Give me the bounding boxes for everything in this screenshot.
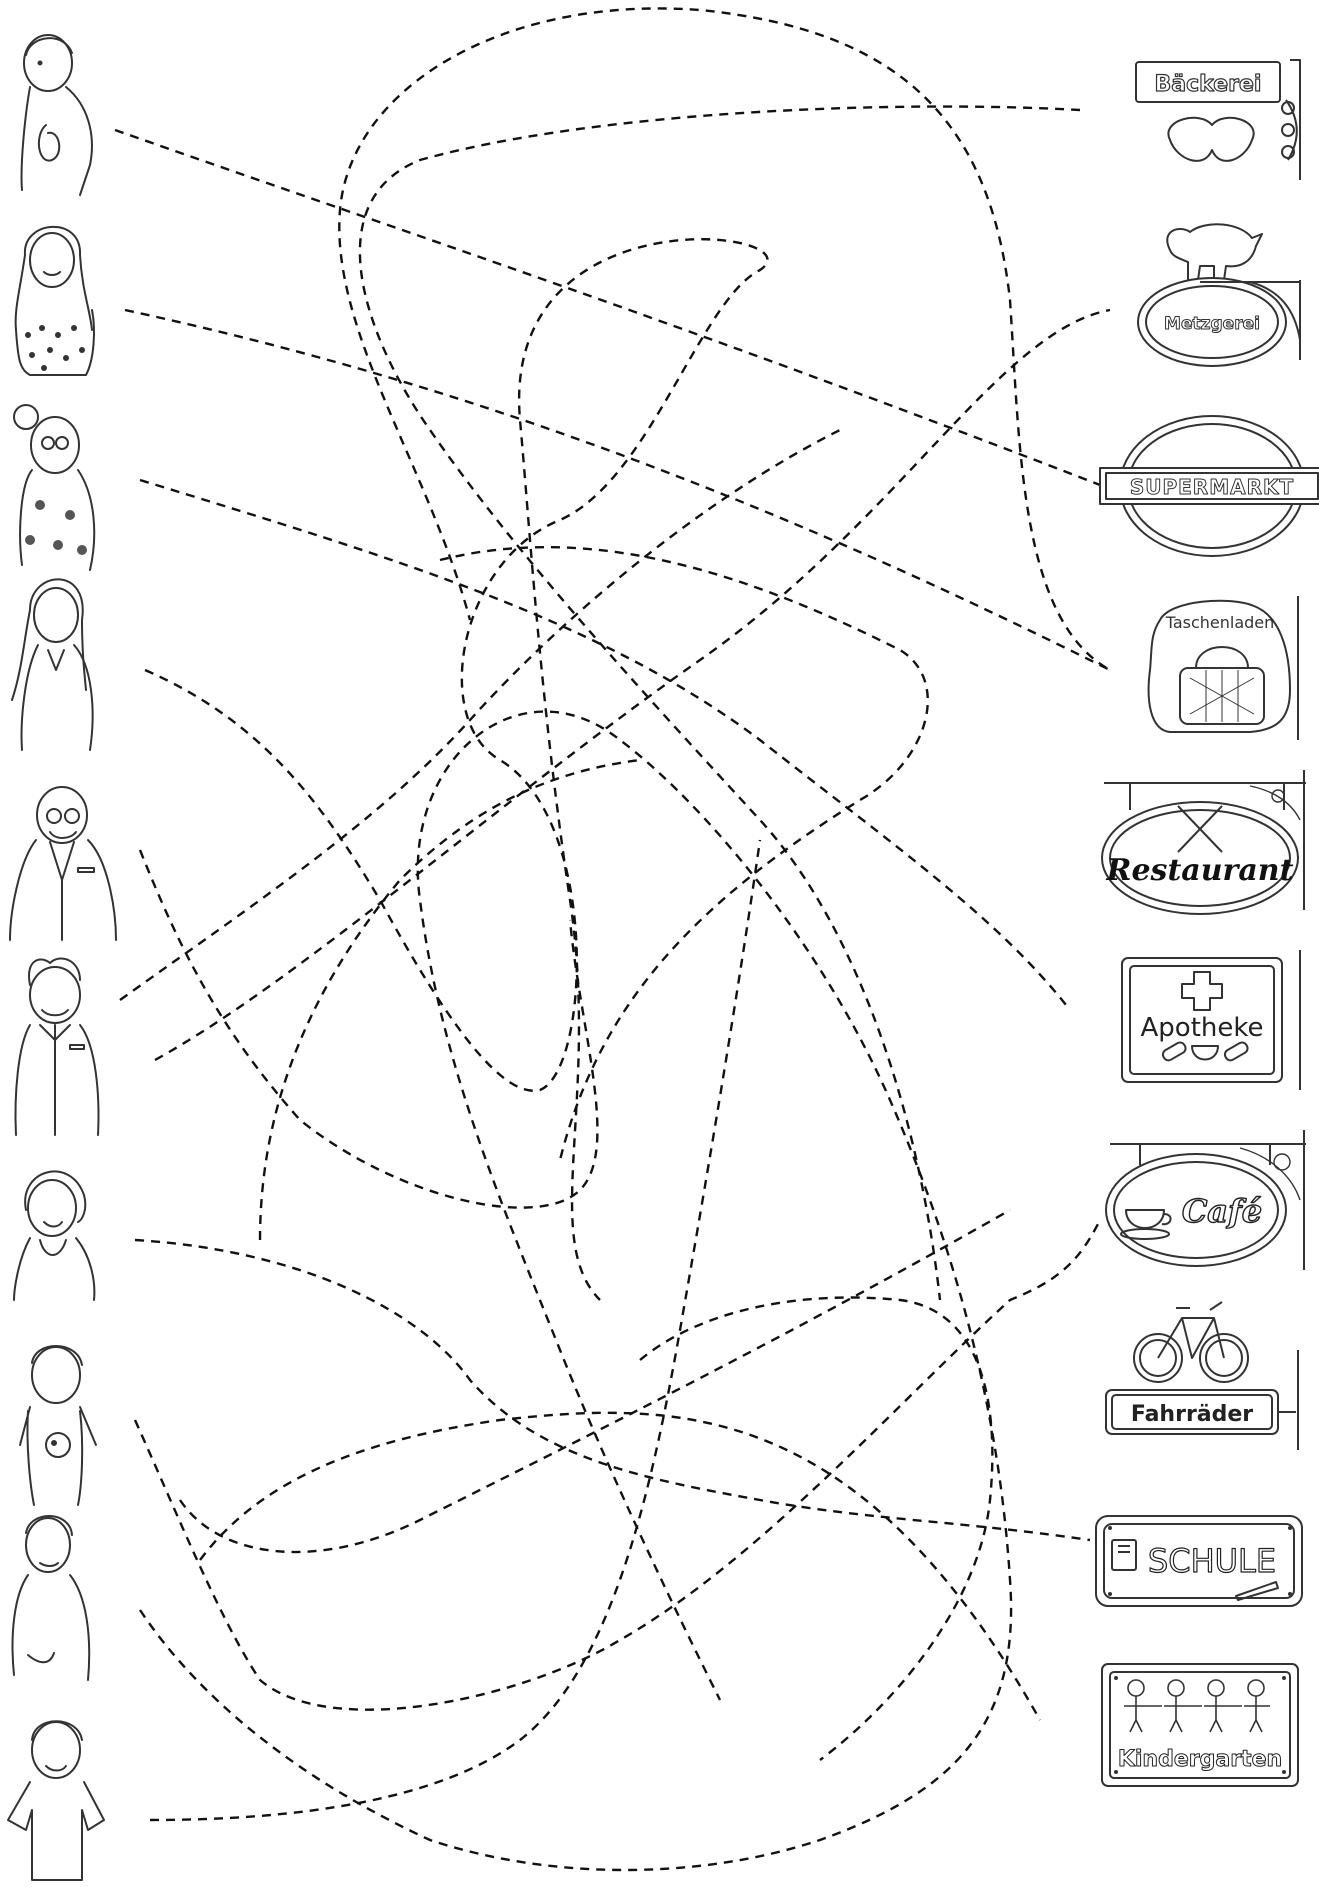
shop-sign-restaurant[interactable]: Restaurant [1102,770,1306,914]
maze-path[interactable] [140,712,1011,1870]
shop-label: Restaurant [1106,853,1294,888]
person-grandmother-icon[interactable] [14,405,94,570]
person-grandfather-icon[interactable] [10,787,116,940]
shop-label: Taschenladen [1165,613,1275,632]
maze-path[interactable] [115,130,1100,485]
shop-label: SCHULE [1148,1542,1276,1580]
shop-label: Metzgerei [1164,314,1260,334]
person-girl-hearts-icon[interactable] [16,227,94,375]
maze-path[interactable] [150,840,760,1820]
person-boy-tshirt-icon[interactable] [8,1721,104,1880]
shop-sign-taschenladen[interactable]: Taschenladen [1149,596,1298,740]
maze-paths [115,8,1110,1870]
maze-path[interactable] [140,850,597,1208]
shop-sign-cafe[interactable]: Café [1106,1130,1306,1270]
person-woman-long-hair-icon[interactable] [12,579,93,750]
person-man-pocket-icon[interactable] [13,1516,90,1680]
maze-path[interactable] [180,1210,1010,1552]
maze-path[interactable] [140,480,1070,1010]
maze-path[interactable] [135,1220,1100,1710]
maze-path[interactable] [440,547,928,1160]
shop-sign-metzgerei[interactable]: Metzgerei [1138,224,1300,366]
maze-path[interactable] [155,310,1110,1060]
shops-column: Bäckerei Metzgerei SUPERMARKT Taschenlad… [1096,60,1319,1786]
shop-sign-fahrraeder[interactable]: Fahrräder [1106,1302,1298,1450]
people-column [8,35,116,1880]
shop-label: Kindergarten [1118,1747,1282,1772]
maze-path[interactable] [260,760,640,1240]
shop-sign-kindergarten[interactable]: Kindergarten [1102,1664,1298,1786]
shop-label: Apotheke [1141,1013,1264,1043]
shop-sign-apotheke[interactable]: Apotheke [1122,950,1300,1090]
shop-label: Café [1182,1192,1262,1230]
person-man-curly-icon[interactable] [16,958,99,1135]
maze-path[interactable] [200,1413,1040,1720]
shop-sign-baeckerei[interactable]: Bäckerei [1136,60,1300,180]
maze-path[interactable] [135,1240,1090,1540]
shop-sign-supermarkt[interactable]: SUPERMARKT [1100,416,1319,556]
maze-path[interactable] [360,107,1080,1300]
shop-label: Bäckerei [1155,72,1262,97]
pretzel-icon [1168,118,1253,161]
person-boy-icon[interactable] [22,35,92,195]
shop-label: SUPERMARKT [1130,475,1294,499]
shop-sign-schule[interactable]: SCHULE [1096,1516,1302,1606]
person-child-print-icon[interactable] [20,1346,96,1505]
shop-label: Fahrräder [1131,1402,1253,1427]
person-woman-short-hair-icon[interactable] [14,1171,94,1300]
pig-icon [1167,224,1262,280]
maze-path[interactable] [120,430,840,1000]
bicycle-icon [1134,1302,1248,1382]
